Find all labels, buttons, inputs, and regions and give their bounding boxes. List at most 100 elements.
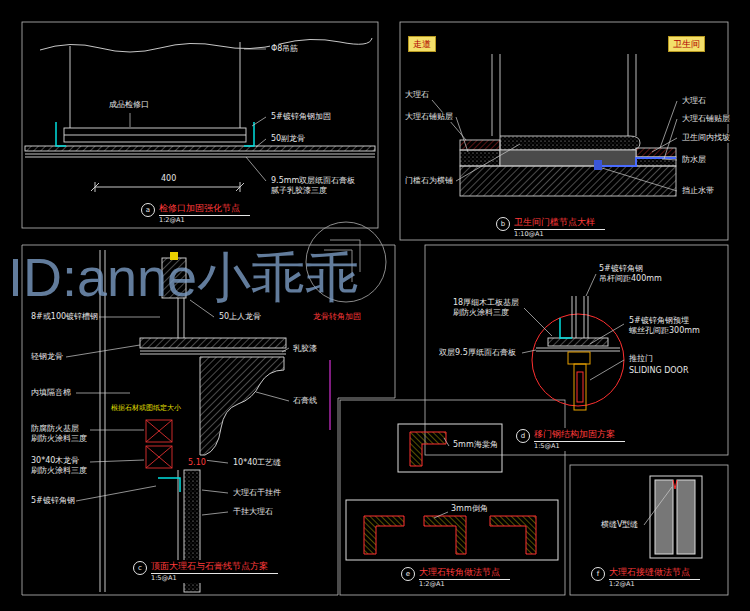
label-holder: ID:anne小乖乖: [8, 250, 359, 304]
label-holder: 3mm倒角: [450, 504, 489, 514]
sliding-door-detail: [536, 296, 620, 351]
callout-title: 龙骨转角加固: [312, 312, 362, 322]
detail-title-text: 大理石转角做法节点: [419, 567, 510, 580]
dimension: 400: [160, 174, 177, 184]
part-label: 防腐防火基层 刷防火涂料三度: [30, 424, 88, 444]
detail-title-text: 卫生间门槛节点大样: [514, 217, 605, 230]
angle-steel: [560, 318, 572, 338]
label-holder: 内填隔音棉: [30, 388, 72, 398]
detail-title: d移门钢结构加固方案1:5@A1: [515, 428, 626, 451]
part-label: 乳胶漆: [292, 344, 318, 354]
detail-title-text: 顶面大理石与石膏线节点方案: [151, 561, 278, 574]
label-holder: 5mm海棠角: [452, 440, 499, 450]
detail-circle: [532, 314, 624, 406]
part-label: 轻钢龙骨: [30, 352, 64, 362]
note: 根据石材或图纸定大小: [110, 404, 182, 413]
section-line: [330, 360, 331, 430]
leader-lines: [432, 100, 677, 191]
detail-title: a 检修口加固强化节点1:2@A1: [140, 202, 251, 225]
water-stop: [594, 160, 602, 170]
part-label: 50上人龙骨: [218, 312, 262, 322]
detail-letter: e: [401, 567, 415, 581]
part-label: 30*40木龙骨 刷防火涂料三度: [30, 456, 88, 476]
label-holder: 30*40木龙骨 刷防火涂料三度: [30, 456, 88, 476]
label-holder: 双层9.5厚纸面石膏板: [438, 348, 517, 358]
label-holder: 50上人龙骨: [218, 312, 262, 322]
label-holder: 根据石材或图纸定大小: [110, 404, 182, 413]
part-label: 双层9.5厚纸面石膏板: [438, 348, 517, 358]
watermark: ID:anne小乖乖: [8, 250, 359, 304]
part-label: 卫生间内找坡: [681, 133, 731, 143]
detail-title: f大理石接缝做法节点1:2@A1: [590, 566, 701, 589]
room-tag: 走道: [408, 36, 436, 52]
title-column: 检修口加固强化节点1:2@A1: [159, 203, 250, 224]
part-label: 大理石: [681, 96, 707, 106]
label-holder: 400: [160, 174, 177, 184]
timber-battens: [146, 420, 172, 468]
label-holder: 轻钢龙骨: [30, 352, 64, 362]
title-column: 顶面大理石与石膏线节点方案1:5@A1: [151, 561, 278, 582]
part-label: 大理石铺贴层: [681, 114, 731, 124]
part-label: Φ8吊筋: [270, 44, 299, 54]
scale-text: 1:2@A1: [419, 580, 510, 588]
threshold-detail: [460, 54, 676, 196]
detail-title: e 大理石转角做法节点1:2@A1: [400, 566, 511, 589]
label-holder: 10*40工艺缝: [232, 458, 282, 468]
part-label: 干挂大理石: [232, 507, 274, 517]
detail-title: c顶面大理石与石膏线节点方案1:5@A1: [132, 560, 279, 583]
part-label: 挡止水带: [681, 186, 715, 196]
part-label: 内填隔音棉: [30, 388, 72, 398]
part-label: 5#镀锌角钢预埋 螺丝孔间距300mm: [628, 316, 701, 336]
detail-letter: b: [496, 217, 510, 231]
label-holder: 卫生间内找坡: [681, 133, 731, 143]
access-hatch-detail: [25, 38, 375, 192]
scale-text: 1:2@A1: [609, 580, 700, 588]
label-holder: 大理石: [404, 90, 430, 100]
detail-title-text: 大理石接缝做法节点: [609, 567, 700, 580]
part-label: 5#镀锌角钢加固: [270, 112, 332, 122]
part-label: 5#镀锌角钢: [30, 496, 76, 506]
scale-text: 1:2@A1: [159, 216, 250, 224]
part-label: 推拉门: [628, 354, 654, 364]
door-leaf: [577, 372, 583, 402]
label-holder: 挡止水带: [681, 186, 715, 196]
leader-lines: [66, 300, 289, 515]
label-holder: 成品检修口: [108, 100, 150, 110]
label-holder: 推拉门: [628, 354, 654, 364]
label-holder: SLIDING DOOR: [628, 366, 689, 376]
room-name: 走道: [413, 39, 431, 50]
label-holder: 石膏线: [292, 396, 318, 406]
part-label: 大理石: [404, 90, 430, 100]
part-label: 石膏线: [292, 396, 318, 406]
scale-text: 1:5@A1: [151, 574, 278, 582]
detail-letter: a: [141, 203, 155, 217]
label-holder: 大理石干挂件: [232, 488, 282, 498]
title-column: 大理石接缝做法节点1:2@A1: [609, 567, 700, 588]
part-label: 大理石铺贴层: [404, 112, 454, 122]
label-holder: 大理石: [681, 96, 707, 106]
label-holder: 5#镀锌角钢预埋 螺丝孔间距300mm: [628, 316, 701, 336]
part-label: 8#或100镀锌槽钢: [30, 312, 99, 322]
part-label: 防水层: [681, 155, 707, 165]
detail-title-text: 移门钢结构加固方案: [534, 429, 625, 442]
label-holder: 大理石铺贴层: [404, 112, 454, 122]
marble-joint-detail: [644, 476, 702, 558]
room-tag: 卫生间: [668, 36, 705, 52]
label-holder: 龙骨转角加固: [312, 312, 362, 322]
callout-title: 5.10: [187, 458, 207, 468]
door-leaf: [574, 364, 586, 410]
title-column: 大理石转角做法节点1:2@A1: [419, 567, 510, 588]
part-label: 5#镀锌角钢 吊杆间距400mm: [598, 264, 663, 284]
part-label: 18厚细木工板基层 刷防火涂料三度: [452, 298, 520, 318]
part-label: SLIDING DOOR: [628, 366, 689, 376]
waterproof-layer: [600, 158, 676, 166]
room-name: 卫生间: [673, 39, 700, 50]
title-column: 卫生间门槛节点大样1:10@A1: [514, 217, 605, 238]
part-label: 9.5mm双层纸面石膏板 腻子乳胶漆三度: [270, 176, 356, 196]
part-label: 3mm倒角: [450, 504, 489, 514]
angle-steel: [56, 122, 254, 146]
label-holder: 18厚细木工板基层 刷防火涂料三度: [452, 298, 520, 318]
label-holder: 乳胶漆: [292, 344, 318, 354]
